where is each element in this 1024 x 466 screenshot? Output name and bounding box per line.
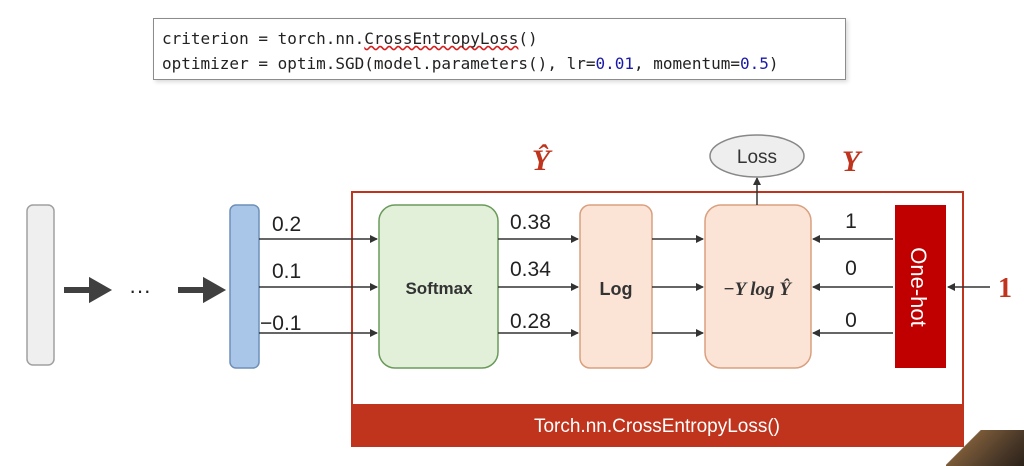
cross-entropy-banner bbox=[352, 404, 963, 446]
code-text: optimizer = optim.SGD(model.parameters()… bbox=[162, 54, 596, 73]
loss-label: Loss bbox=[737, 147, 777, 168]
code-func-name: CrossEntropyLoss bbox=[364, 29, 519, 48]
onehot-value: 1 bbox=[845, 210, 857, 233]
y-label: Y bbox=[842, 145, 863, 178]
softmax-label: Softmax bbox=[405, 279, 473, 298]
onehot-value: 0 bbox=[845, 257, 857, 280]
onehot-box bbox=[895, 205, 946, 368]
thick-arrow-icon bbox=[178, 276, 227, 304]
webcam-overlay-image bbox=[946, 430, 1024, 466]
logit-value: −0.1 bbox=[260, 312, 301, 335]
yhat-label: Ŷ bbox=[532, 144, 553, 177]
prob-value: 0.34 bbox=[510, 258, 551, 281]
thick-arrow-icon bbox=[64, 276, 113, 304]
code-snippet: criterion = torch.nn.CrossEntropyLoss() … bbox=[153, 18, 846, 80]
logit-value: 0.1 bbox=[272, 260, 301, 283]
code-text: ) bbox=[768, 54, 779, 73]
loss-node bbox=[709, 134, 805, 178]
onehot-label: One-hot bbox=[906, 247, 931, 327]
output-layer bbox=[229, 204, 260, 369]
code-text: () bbox=[518, 29, 538, 48]
code-text: , momentum= bbox=[634, 54, 740, 73]
prob-value: 0.38 bbox=[510, 211, 551, 234]
input-layer bbox=[26, 204, 55, 366]
ellipsis: ··· bbox=[129, 278, 151, 303]
target-label: 1 bbox=[998, 273, 1012, 304]
banner-label: Torch.nn.CrossEntropyLoss() bbox=[534, 416, 780, 437]
log-label: Log bbox=[600, 279, 633, 299]
logit-value: 0.2 bbox=[272, 213, 301, 236]
loss-function-box bbox=[704, 204, 812, 369]
code-number-momentum: 0.5 bbox=[739, 54, 769, 73]
loss-formula: −Y log Ŷ bbox=[723, 278, 793, 300]
prob-value: 0.28 bbox=[510, 310, 551, 333]
onehot-value: 0 bbox=[845, 309, 857, 332]
code-number-lr: 0.01 bbox=[595, 54, 635, 73]
code-text: criterion = torch.nn. bbox=[162, 29, 365, 48]
code-line-optimizer: optimizer = optim.SGD(model.parameters()… bbox=[162, 54, 779, 73]
code-line-criterion: criterion = torch.nn.CrossEntropyLoss() bbox=[162, 29, 538, 48]
